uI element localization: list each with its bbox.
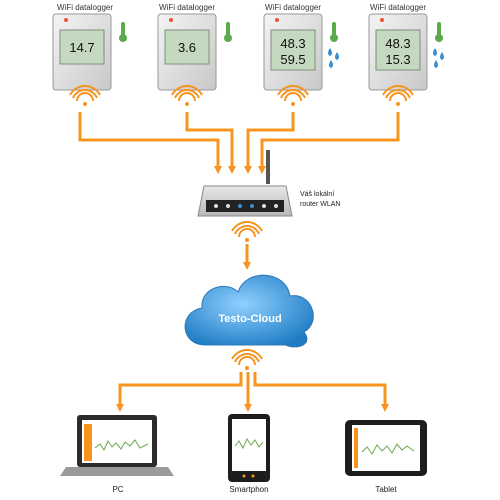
app-sidebar xyxy=(84,424,92,461)
thermometer-icon xyxy=(224,22,232,42)
logger-led xyxy=(64,18,68,22)
tablet-label: Tablet xyxy=(375,485,397,494)
phone-button xyxy=(242,474,246,478)
logger-reading: 3.6 xyxy=(178,40,196,55)
testo-cloud: Testo-Cloud xyxy=(184,274,314,348)
logger-screen xyxy=(164,29,210,65)
smartphone: Smartphon xyxy=(228,414,270,494)
router-front-panel xyxy=(206,200,284,212)
logger-label: WiFi datalogger xyxy=(159,3,215,12)
phone-button xyxy=(251,474,255,478)
logger-label: WiFi datalogger xyxy=(370,3,426,12)
logger-screen xyxy=(270,29,316,71)
logger-to-router-arrows xyxy=(78,112,400,174)
router-label-line1: Váš lokální xyxy=(300,191,334,198)
laptop-base xyxy=(60,467,174,476)
cloud-to-device-arrows xyxy=(116,372,389,412)
logger-label: WiFi datalogger xyxy=(265,3,321,12)
chart-line xyxy=(234,437,264,450)
tablet: Tablet xyxy=(345,420,427,494)
logger-4: WiFi datalogger 48.3 15.3 xyxy=(368,3,444,106)
laptop-screen xyxy=(82,420,152,463)
wifi-signal-icon xyxy=(277,85,309,106)
router-label-line2: router WLAN xyxy=(300,201,340,208)
logger-screen xyxy=(59,29,105,65)
cloud-shape xyxy=(184,274,314,348)
logger-reading-2: 15.3 xyxy=(385,52,410,67)
wlan-router: Váš lokální router WLAN xyxy=(197,150,340,217)
app-sidebar xyxy=(354,428,358,468)
router-antenna xyxy=(266,150,270,184)
logger-led xyxy=(380,18,384,22)
logger-1: WiFi datalogger 14.7 xyxy=(52,3,127,106)
logger-label: WiFi datalogger xyxy=(57,3,113,12)
chart-line xyxy=(361,443,415,455)
pc-label: PC xyxy=(112,485,123,494)
logger-2: WiFi datalogger 3.6 xyxy=(157,3,232,106)
logger-led xyxy=(169,18,173,22)
logger-reading-1: 48.3 xyxy=(280,36,305,51)
logger-screen xyxy=(375,29,421,71)
tablet-screen xyxy=(352,425,420,471)
water-drops-icon xyxy=(328,48,339,68)
wifi-signal-icon xyxy=(69,85,101,106)
wifi-signal-icon xyxy=(171,85,203,106)
cloud-label: Testo-Cloud xyxy=(218,313,281,325)
thermometer-icon xyxy=(435,22,443,42)
wifi-signal-icon xyxy=(382,85,414,106)
thermometer-icon xyxy=(330,22,338,42)
logger-reading-1: 48.3 xyxy=(385,36,410,51)
logger-led xyxy=(275,18,279,22)
logger-reading-2: 59.5 xyxy=(280,52,305,67)
pc-laptop: PC xyxy=(60,415,174,494)
logger-reading: 14.7 xyxy=(69,40,94,55)
router-status-leds xyxy=(214,204,278,208)
water-drops-icon xyxy=(433,48,444,68)
wifi-signal-icon xyxy=(231,349,263,370)
chart-line xyxy=(94,439,149,452)
smartphone-label: Smartphon xyxy=(229,485,268,494)
thermometer-icon xyxy=(119,22,127,42)
wifi-signal-icon xyxy=(231,221,263,242)
logger-3: WiFi datalogger 48.3 59.5 xyxy=(263,3,339,106)
